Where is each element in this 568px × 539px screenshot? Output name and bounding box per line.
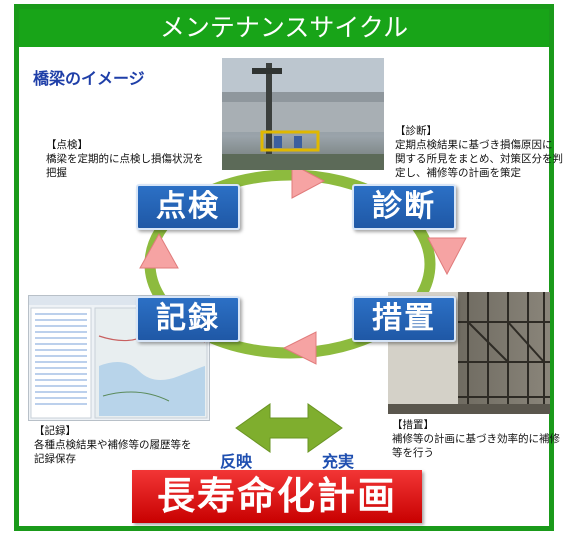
record-box: 記録 (136, 296, 240, 342)
note-diagnosis-line: 関する所見をまとめ、対策区分を判 (395, 153, 563, 165)
note-inspection: 【点検】 橋梁を定期的に点検し損傷状況を 把握 (46, 138, 216, 180)
header-title: メンテナンスサイクル (19, 9, 549, 47)
arrow-top (291, 163, 326, 199)
note-measure: 【措置】 補修等の計画に基づき効率的に補修 等を行う (392, 418, 562, 460)
arrow-left (139, 232, 179, 269)
arrow-right (427, 237, 467, 276)
diagnosis-box: 診断 (352, 184, 456, 230)
enhance-label: 充実 (322, 452, 355, 471)
note-diagnosis: 【診断】 定期点検結果に基づき損傷原因に 関する所見をまとめ、対策区分を判 定し… (395, 124, 565, 180)
note-diagnosis-title: 【診断】 (395, 125, 437, 137)
note-measure-line: 等を行う (392, 447, 434, 459)
note-inspection-line: 橋梁を定期的に点検し損傷状況を (46, 153, 204, 165)
note-inspection-line: 把握 (46, 167, 67, 179)
note-record: 【記録】 各種点検結果や補修等の履歴等を 記録保存 (34, 424, 214, 466)
note-record-line: 記録保存 (34, 453, 76, 465)
note-diagnosis-line: 定期点検結果に基づき損傷原因に (395, 139, 553, 151)
measure-box: 措置 (352, 296, 456, 342)
note-record-title: 【記録】 (34, 425, 76, 437)
note-measure-title: 【措置】 (392, 419, 434, 431)
arrow-bottom (282, 331, 317, 365)
subtitle: 橋梁のイメージ (33, 69, 145, 88)
life-extension-plan: 長寿命化計画 (132, 470, 422, 523)
reflect-label: 反映 (220, 452, 253, 471)
note-record-line: 各種点検結果や補修等の履歴等を (34, 439, 192, 451)
inspection-box: 点検 (136, 184, 240, 230)
note-diagnosis-line: 定し、補修等の計画を策定 (395, 167, 521, 179)
double-arrow (235, 403, 343, 453)
bridge-inspection-photo (222, 58, 384, 170)
note-measure-line: 補修等の計画に基づき効率的に補修 (392, 433, 560, 445)
note-inspection-title: 【点検】 (46, 139, 88, 151)
